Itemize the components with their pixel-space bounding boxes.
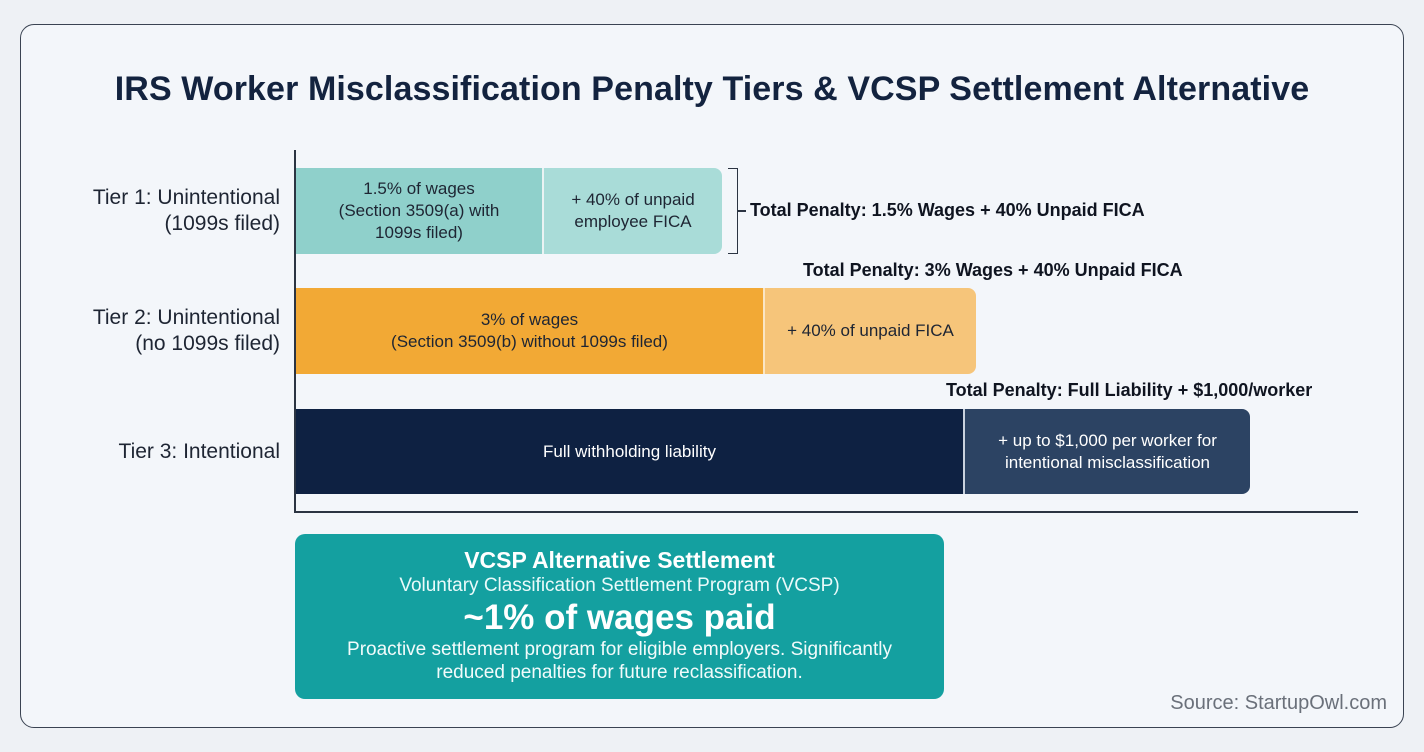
tier1-add-segment: + 40% of unpaid employee FICA [544, 168, 722, 254]
tier2-base-line1: 3% of wages [480, 310, 579, 329]
tier2-label-line2: (no 1099s filed) [135, 332, 280, 355]
tier1-add-line1: + 40% of unpaid [571, 190, 695, 209]
tier3-total-penalty: Total Penalty: Full Liability + $1,000/w… [946, 380, 1313, 400]
tier3-add-line1: + up to $1,000 per worker for [998, 430, 1217, 450]
tier1-label: Tier 1: Unintentional (1099s filed) [93, 185, 280, 237]
segment-divider [542, 168, 544, 254]
tier1-label-line2: (1099s filed) [164, 212, 280, 235]
tier2-label-line1: Tier 2: Unintentional [92, 306, 280, 329]
tier1-base-line3: 1099s filed) [375, 223, 463, 242]
tier1-total-penalty: Total Penalty: 1.5% Wages + 40% Unpaid F… [750, 200, 1145, 220]
tier2-base-line2: (Section 3509(b) without 1099s filed) [391, 332, 668, 351]
tier3-base-segment: Full withholding liability [296, 409, 963, 494]
tier2-add-segment: + 40% of unpaid FICA [765, 288, 976, 374]
tier2-base-segment: 3% of wages (Section 3509(b) without 109… [296, 288, 763, 374]
tier1-add-line2: employee FICA [574, 212, 692, 231]
vcsp-settlement-box: VCSP Alternative Settlement Voluntary Cl… [295, 534, 944, 699]
source-credit: Source: StartupOwl.com [1170, 692, 1387, 714]
tier2-label: Tier 2: Unintentional (no 1099s filed) [93, 305, 280, 357]
tier1-base-line1: 1.5% of wages [363, 179, 475, 198]
tier2-total-penalty: Total Penalty: 3% Wages + 40% Unpaid FIC… [803, 260, 1183, 280]
tier1-base-line2: (Section 3509(a) with [338, 201, 500, 220]
vcsp-subheading: Voluntary Classification Settlement Prog… [399, 575, 840, 596]
vcsp-heading: VCSP Alternative Settlement [464, 547, 775, 573]
tier1-bracket-icon [728, 168, 738, 254]
tier3-base-line1: Full withholding liability [543, 441, 716, 461]
vcsp-desc-line2: reduced penalties for future reclassific… [436, 662, 803, 683]
y-axis-line [294, 150, 296, 512]
vcsp-rate: ~1% of wages paid [463, 598, 776, 637]
segment-divider [763, 288, 765, 374]
x-axis-line [294, 511, 1358, 513]
tier3-label-line1: Tier 3: Intentional [118, 440, 280, 463]
tier2-add-line1: + 40% of unpaid FICA [787, 321, 954, 340]
tier1-bracket-tick [738, 210, 746, 212]
tier1-base-segment: 1.5% of wages (Section 3509(a) with 1099… [296, 168, 542, 254]
tier2-bar: 3% of wages (Section 3509(b) without 109… [296, 288, 976, 374]
tier3-label: Tier 3: Intentional [119, 439, 280, 465]
tier3-add-segment: + up to $1,000 per worker for intentiona… [965, 409, 1250, 494]
tier1-label-line1: Tier 1: Unintentional [92, 186, 280, 209]
tier1-bar: 1.5% of wages (Section 3509(a) with 1099… [296, 168, 722, 254]
segment-divider [963, 409, 965, 494]
page-title: IRS Worker Misclassification Penalty Tie… [114, 70, 1310, 108]
tier3-bar: Full withholding liability + up to $1,00… [296, 409, 1250, 494]
tier3-add-line2: intentional misclassification [1004, 452, 1211, 472]
vcsp-desc-line1: Proactive settlement program for eligibl… [347, 639, 892, 660]
